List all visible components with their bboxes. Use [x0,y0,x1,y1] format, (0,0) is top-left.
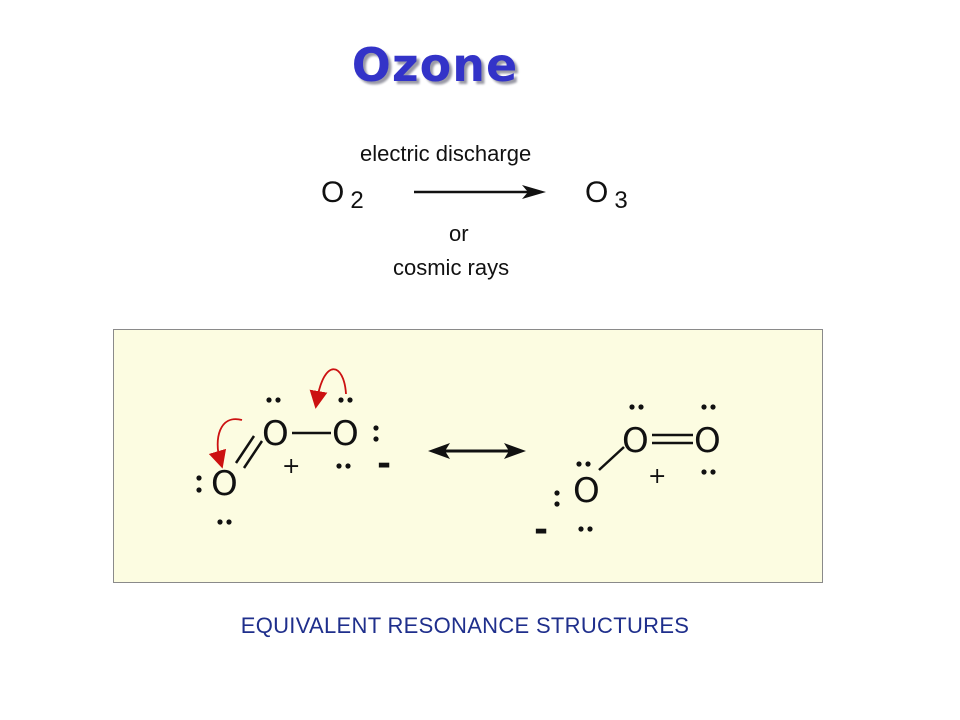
condition-electric-discharge: electric discharge [360,141,532,166]
lone-pairs-right [554,404,716,532]
caption-equivalent-resonance: EQUIVALENT RESONANCE STRUCTURES [240,613,690,638]
atom-o-bottom-right: O [573,471,600,511]
atom-o-right-left: O [332,414,359,454]
resonance-panel: O O O + - [113,329,823,583]
lone-pairs-left [196,397,379,525]
reactant-subscript: 2 [350,187,364,214]
double-bond-left-b [242,440,264,469]
plus-charge-right: + [648,464,666,489]
resonance-diagram: O O O + - [196,368,721,550]
reactant-symbol: O [321,176,345,209]
right-resonance-structure: O O O + - [534,404,721,550]
page-title: Ozone [351,38,519,92]
condition-cosmic-rays: cosmic rays [393,255,510,280]
curved-arrow-top [309,368,347,409]
curved-arrow-bottom [208,418,243,469]
minus-charge-right: - [534,510,548,550]
double-bond-left-a [234,435,256,464]
atom-o-end-right: O [694,421,721,461]
left-resonance-structure: O O O + - [196,368,391,525]
atom-o-bottom-left: O [211,464,238,504]
reaction-arrow [414,185,546,199]
minus-charge-left: - [377,444,391,484]
condition-or: or [449,221,469,246]
single-bond-right [598,446,625,471]
product-symbol: O [585,176,609,209]
atom-o-central-right: O [622,421,649,461]
atom-o-central-left: O [262,414,289,454]
product-subscript: 3 [614,187,628,214]
resonance-arrow [428,443,526,459]
plus-charge-left: + [282,454,300,479]
